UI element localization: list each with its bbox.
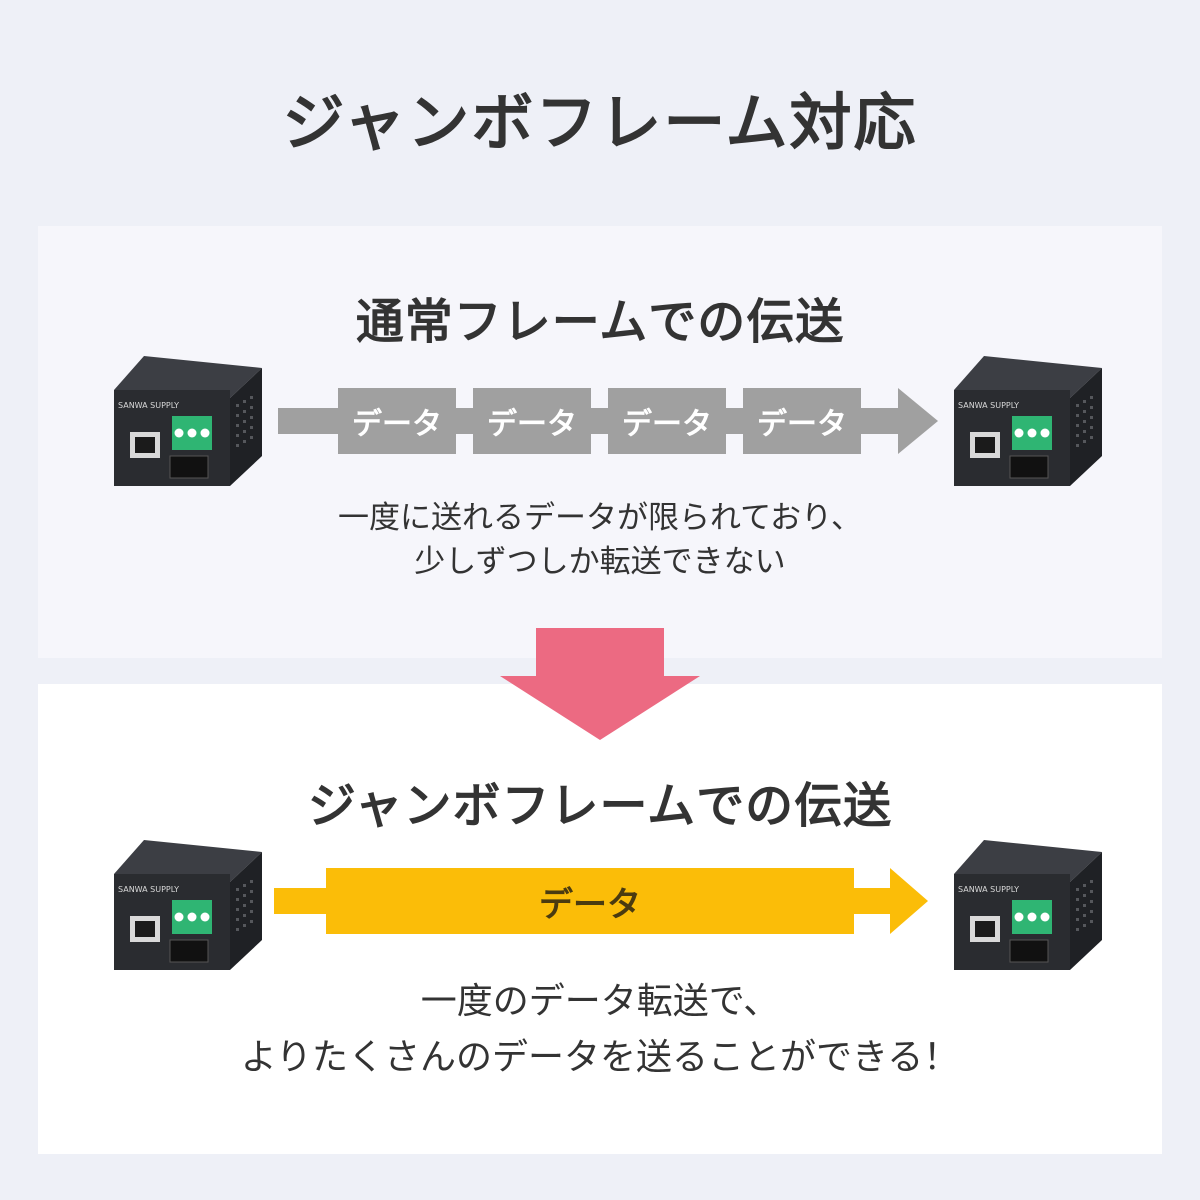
media-converter-receiver: SANWA SUPPLY bbox=[946, 836, 1106, 971]
description-line: よりたくさんのデータを送ることができる！ bbox=[240, 1037, 960, 1078]
media-converter-receiver: SANWA SUPPLY bbox=[946, 352, 1106, 487]
media-converter-sender: SANWA SUPPLY bbox=[106, 836, 266, 971]
media-converter-sender: SANWA SUPPLY bbox=[106, 352, 266, 487]
jumbo-data-label: データ bbox=[539, 884, 641, 925]
svg-text:SANWA SUPPLY: SANWA SUPPLY bbox=[118, 401, 179, 410]
description-line: 一度に送れるデータが限られており、 bbox=[338, 500, 862, 536]
normal-frame-description: 一度に送れるデータが限られており、 少しずつしか転送できない bbox=[0, 496, 1200, 584]
data-chunk: データ bbox=[743, 388, 861, 454]
svg-text:SANWA SUPPLY: SANWA SUPPLY bbox=[118, 885, 179, 894]
normal-frame-heading: 通常フレームでの伝送 bbox=[355, 294, 845, 350]
data-chunk: データ bbox=[473, 388, 591, 454]
media-converter-icon: SANWA SUPPLY bbox=[954, 356, 1102, 486]
page-title: ジャンボフレーム対応 bbox=[282, 86, 918, 159]
media-converter-icon: SANWA SUPPLY bbox=[954, 840, 1102, 970]
transition-arrow-shaft bbox=[536, 628, 664, 678]
transition-arrow-head bbox=[500, 676, 700, 740]
jumbo-frame-description: 一度のデータ転送で、 よりたくさんのデータを送ることができる！ bbox=[0, 974, 1200, 1086]
svg-text:SANWA SUPPLY: SANWA SUPPLY bbox=[958, 401, 1019, 410]
jumbo-frame-heading: ジャンボフレームでの伝送 bbox=[307, 778, 893, 834]
jumbo-arrow-head bbox=[890, 868, 928, 934]
data-chunk: データ bbox=[338, 388, 456, 454]
media-converter-icon: SANWA SUPPLY bbox=[114, 840, 262, 970]
data-chunk: データ bbox=[608, 388, 726, 454]
jumbo-data-block bbox=[326, 868, 854, 934]
description-line: 一度のデータ転送で、 bbox=[420, 981, 780, 1022]
description-line: 少しずつしか転送できない bbox=[414, 544, 786, 580]
media-converter-icon: SANWA SUPPLY bbox=[114, 356, 262, 486]
normal-arrow-head bbox=[898, 388, 938, 454]
svg-text:SANWA SUPPLY: SANWA SUPPLY bbox=[958, 885, 1019, 894]
